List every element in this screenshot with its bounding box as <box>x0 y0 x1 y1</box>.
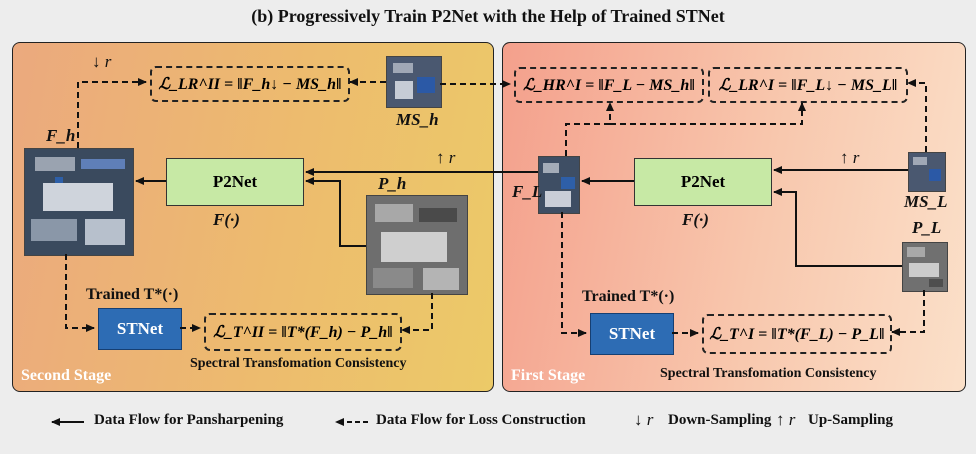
msl-label: MS_L <box>904 192 948 211</box>
msl-image <box>908 152 946 192</box>
second-stage-label: Second Stage <box>21 367 112 384</box>
pl-image <box>902 242 948 292</box>
diagram-title: (b) Progressively Train P2Net with the H… <box>251 6 725 26</box>
legend-solid-text: Data Flow for Pansharpening <box>94 412 284 428</box>
pl-label: P_L <box>912 218 942 237</box>
stnet-box-left: STNet <box>98 308 182 350</box>
p2net-box-left: P2Net <box>166 158 304 206</box>
legend-up-text: Up-Sampling <box>808 412 894 428</box>
up-r-label-right: ↑ r <box>840 148 860 167</box>
fh-image <box>24 148 134 256</box>
up-r-label-cross: ↑ r <box>436 148 456 167</box>
p2net-box-right: P2Net <box>634 158 772 206</box>
legend-dashed-text: Data Flow for Loss Construction <box>376 412 586 428</box>
f-dot-right: F(·) <box>682 210 709 229</box>
legend-dashed-arrow-icon <box>335 418 368 426</box>
dash-fl-to-stnet <box>561 212 587 337</box>
msh-image <box>386 56 442 108</box>
fl-image <box>538 156 580 214</box>
ph-image <box>366 195 468 295</box>
consistency-left: Spectral Transfomation Consistency <box>190 356 407 371</box>
dash-fl-to-loss-lr <box>610 102 806 125</box>
ph-label: P_h <box>378 174 407 193</box>
stnet-box-right: STNet <box>590 313 674 355</box>
down-r-label: ↓ r <box>92 52 112 71</box>
legend-solid-arrow-icon <box>51 418 84 426</box>
first-stage-label: First Stage <box>511 367 586 384</box>
msh-label: MS_h <box>396 110 439 129</box>
trained-label-right: Trained T*(·) <box>582 288 675 305</box>
dash-fh-down <box>77 78 147 148</box>
legend-up-symbol: ↑ r <box>776 410 796 429</box>
fh-label: F_h <box>46 126 76 145</box>
dash-ph-to-losst <box>401 293 433 334</box>
legend: Data Flow for Pansharpening Data Flow fo… <box>0 400 976 444</box>
legend-down-text: Down-Sampling <box>668 412 772 428</box>
dash-msl-to-loss-lr <box>907 79 927 152</box>
flow-pl-to-p2net <box>773 188 902 267</box>
dash-fh-to-stnet <box>65 254 95 332</box>
consistency-right: Spectral Transfomation Consistency <box>660 366 877 381</box>
legend-down-symbol: ↓ r <box>634 410 654 429</box>
dash-fl-up <box>565 102 614 156</box>
flow-ph-to-p2net <box>305 177 366 247</box>
trained-label-left: Trained T*(·) <box>86 286 179 303</box>
fl-label: F_L <box>512 182 543 201</box>
f-dot-left: F(·) <box>213 210 240 229</box>
dash-pl-to-losst <box>891 290 925 336</box>
